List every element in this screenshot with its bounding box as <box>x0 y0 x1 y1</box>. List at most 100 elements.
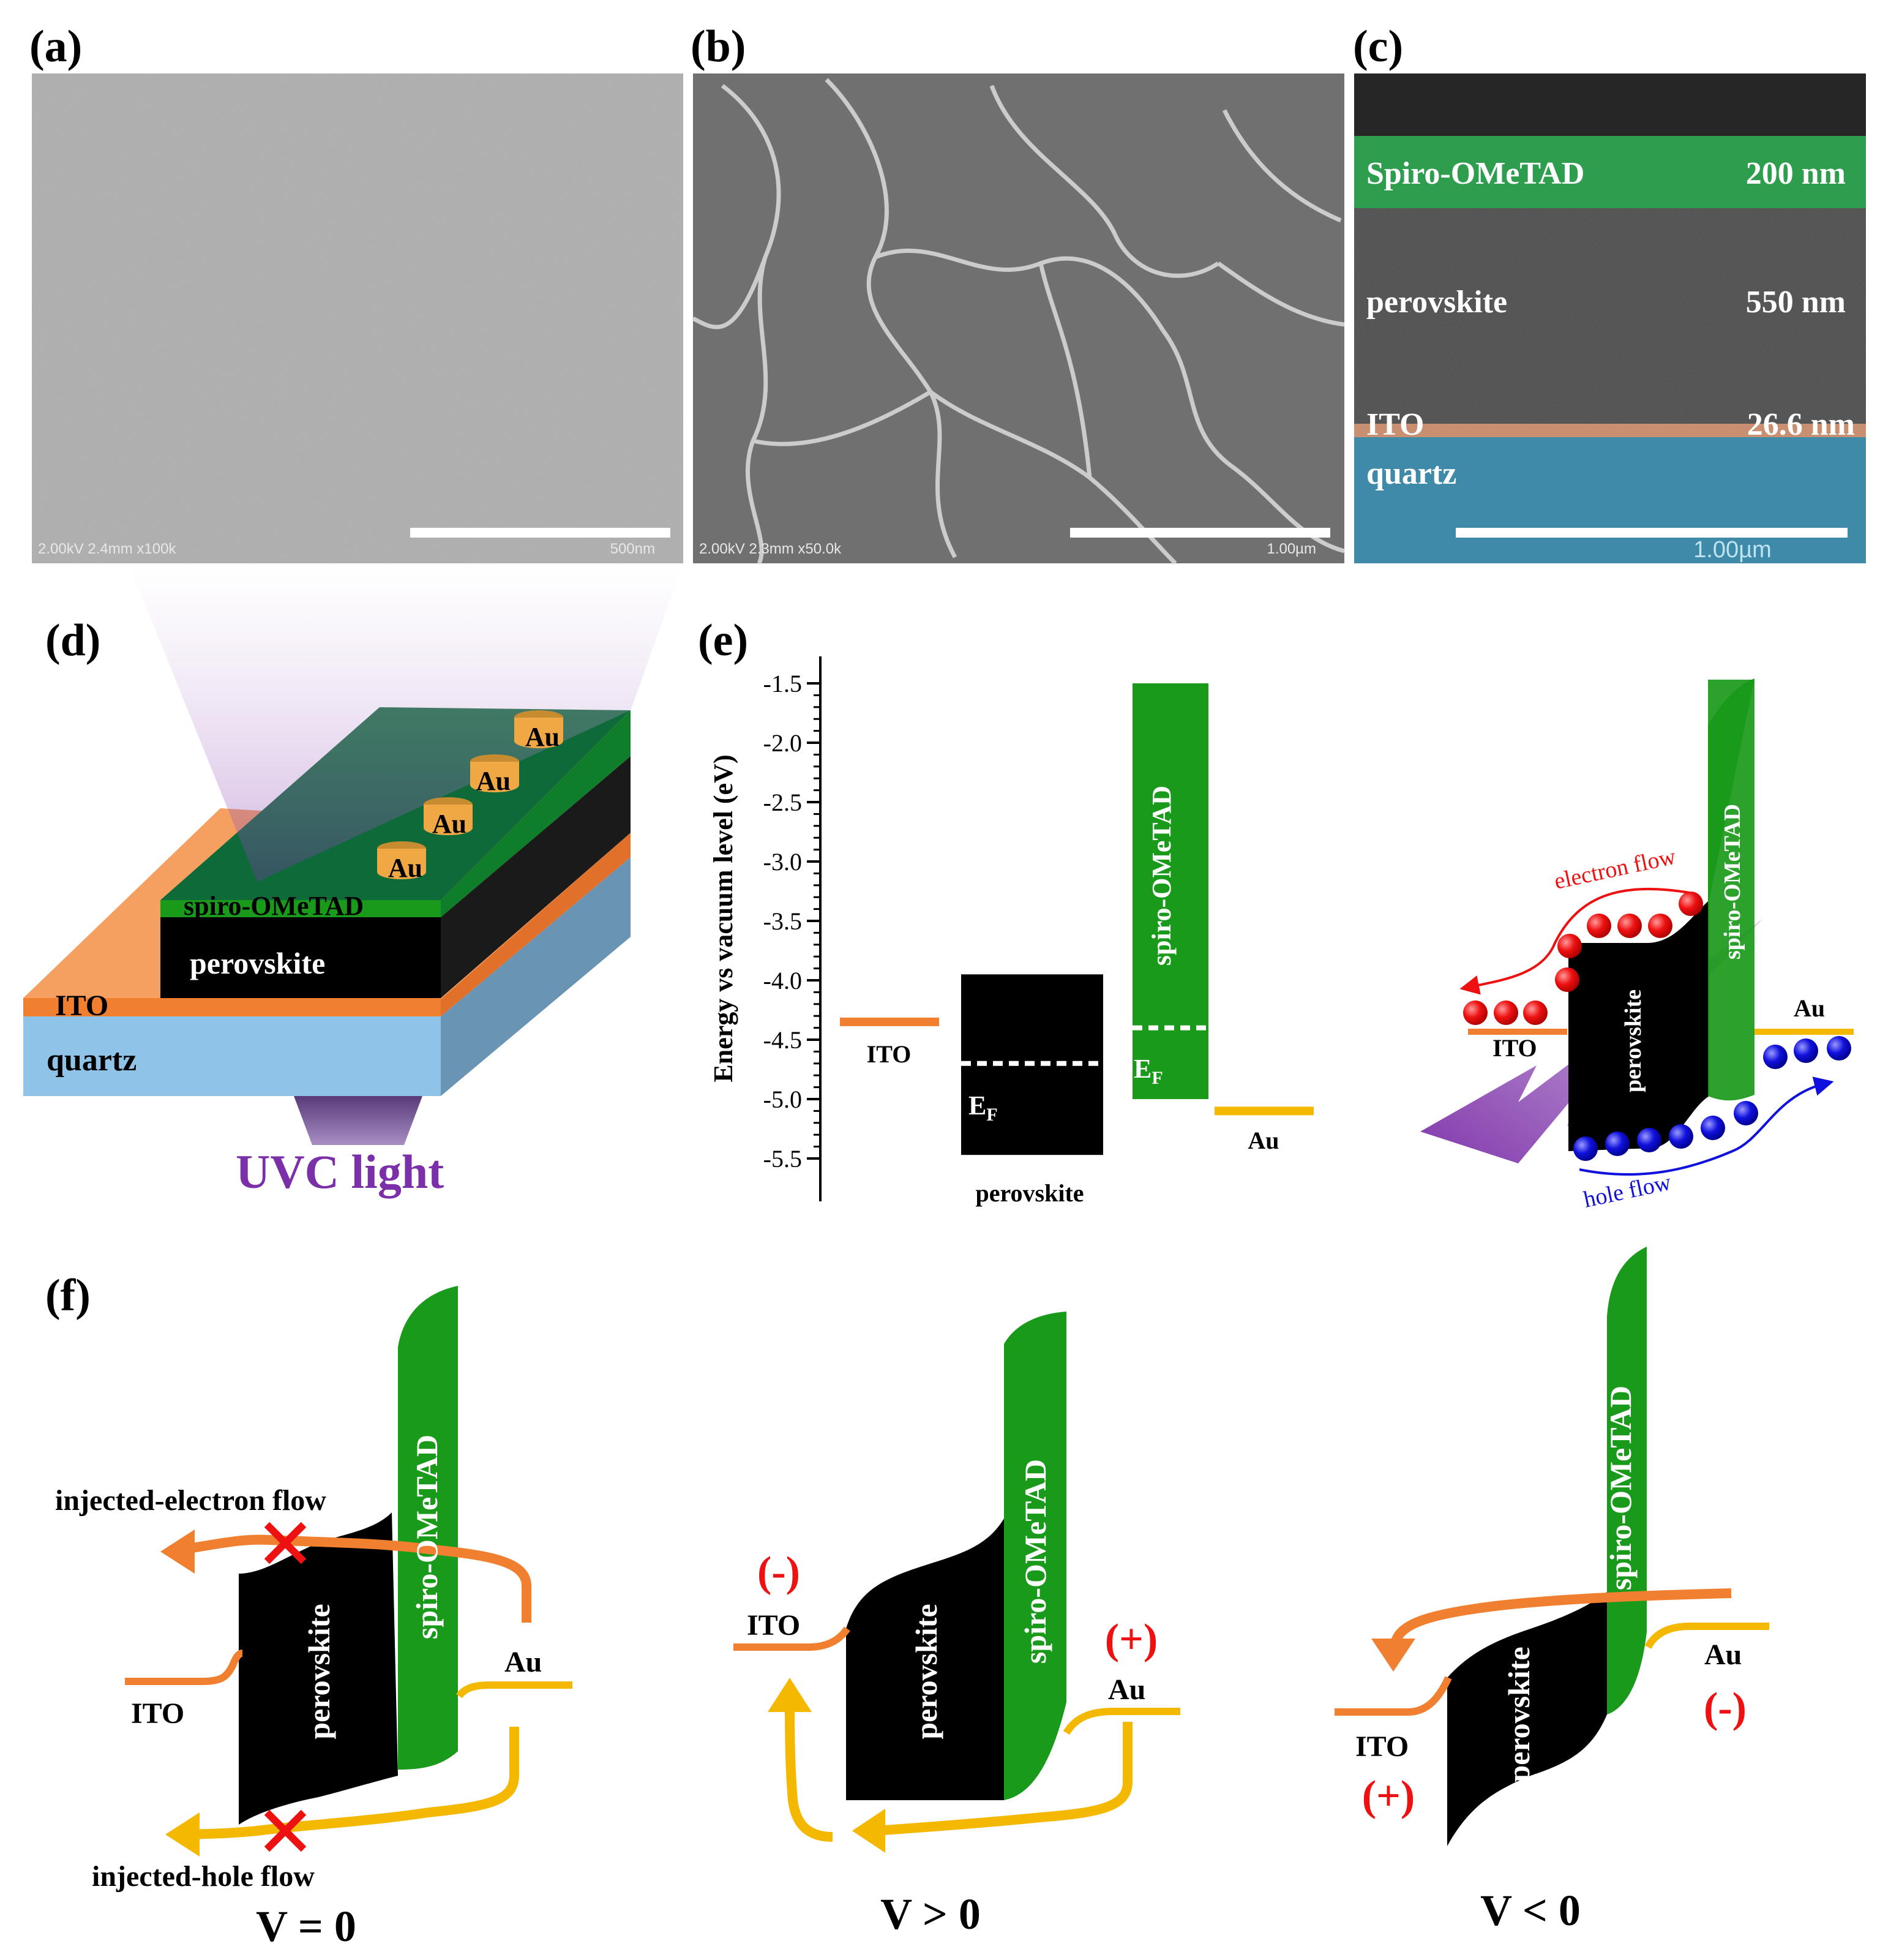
diagram-v0: injected-electron flow injected-hole flo… <box>55 1286 572 1951</box>
hole <box>1669 1124 1693 1149</box>
plus-label-f3: (+) <box>1362 1773 1415 1820</box>
ito-label-er: ITO <box>1492 1034 1537 1062</box>
scale-label-b: 1.00µm <box>1267 541 1316 557</box>
spiro-band <box>398 1286 458 1770</box>
panel-d-label: (d) <box>45 615 100 666</box>
ito-front <box>23 998 441 1016</box>
energy-axis-tick-label: -1.5 <box>763 670 802 697</box>
scale-bar-b <box>1070 528 1330 538</box>
energy-axis-tick-label: -3.5 <box>763 907 802 935</box>
perovskite-band <box>846 1519 1004 1800</box>
panel-a-label: (a) <box>29 21 82 72</box>
panel-e-label: (e) <box>698 615 748 666</box>
electron <box>1587 914 1611 938</box>
caption-vneg: V < 0 <box>1480 1886 1581 1935</box>
hole <box>1734 1101 1758 1125</box>
ito-label-f3: ITO <box>1355 1730 1409 1763</box>
hole-flow-label: hole flow <box>1581 1170 1674 1213</box>
electron-flow-arrow <box>177 1534 531 1623</box>
spiro-label-f1: spiro-OMeTAD <box>410 1435 444 1639</box>
injected-electron-label: injected-electron flow <box>55 1484 326 1517</box>
electrons <box>1463 892 1703 1025</box>
au-electrode: Au <box>514 710 563 752</box>
spiro-band <box>1004 1312 1066 1800</box>
hole <box>1701 1116 1725 1140</box>
ito-label-f1: ITO <box>131 1697 184 1730</box>
energy-axis-tick-label: -2.5 <box>763 789 802 816</box>
diagram-vpos: (-) (+) ITO Au perovskite spiro-OMeTAD V… <box>733 1312 1180 1939</box>
perovskite-front <box>160 917 441 998</box>
hole-flow-arrow <box>183 1727 519 1839</box>
svg-text:Au: Au <box>388 853 422 883</box>
sem-info-a: 2.00kV 2.4mm x100k <box>38 541 176 557</box>
panel-c: (c) Spiro-OMeTAD 200 nm perovskite 550 n… <box>1353 21 1866 563</box>
energy-levels <box>840 683 1314 1155</box>
diagram-vneg: (-) (+) ITO Au perovskite spiro-OMeTAD V… <box>1335 1247 1769 1935</box>
caption-v0: V = 0 <box>256 1902 356 1951</box>
au-label-e: Au <box>1248 1127 1279 1154</box>
au-electrode: Au <box>377 841 426 883</box>
au-label-f3: Au <box>1704 1639 1742 1671</box>
ito-contact <box>125 1650 243 1685</box>
label-perovskite-d: perovskite <box>190 946 325 980</box>
energy-axis-tick-label: -5.0 <box>763 1086 802 1113</box>
panel-d: (d) Au Au <box>23 563 683 1198</box>
electron <box>1557 934 1582 958</box>
electron-flow-label: electron flow <box>1552 844 1678 895</box>
energy-axis: -1.5-2.0-2.5-3.0-3.5-4.0-4.5-5.0-5.5 <box>763 656 822 1201</box>
ito-label-f2: ITO <box>747 1609 800 1642</box>
uvc-beam <box>129 563 683 882</box>
panel-e-right: electron flow hole flow ITO Au perovskit… <box>1420 678 1854 1213</box>
au-contact <box>1063 1708 1180 1735</box>
caption-vpos: V > 0 <box>880 1890 981 1939</box>
panel-a: (a) 2.00kV 2.4mm x100k 500nm <box>29 21 683 563</box>
hole <box>1827 1036 1851 1061</box>
quartz-front <box>23 1016 441 1096</box>
energy-axis-tick-label: -4.5 <box>763 1026 802 1054</box>
electron <box>1463 1001 1488 1025</box>
energy-axis-tick-label: -2.0 <box>763 729 802 757</box>
minus-label-f2: (-) <box>757 1549 800 1596</box>
electron <box>1494 1001 1518 1025</box>
perovskite-band <box>1568 900 1709 1151</box>
layer-quartz-name: quartz <box>1366 456 1456 491</box>
ef-spiro: EF <box>1134 1054 1163 1088</box>
spiro-front <box>160 900 441 917</box>
layer-spiro-thickness: 200 nm <box>1746 156 1846 191</box>
panel-f: (f) injected-electron flow injected-hole… <box>45 1247 1769 1951</box>
layer-ito-thickness: 26.6 nm <box>1747 407 1855 442</box>
layer-spiro-name: Spiro-OMeTAD <box>1366 156 1584 191</box>
perovskite-label-f3: perovskite <box>1502 1646 1536 1782</box>
au-contact <box>1644 1623 1769 1650</box>
holes <box>1573 1036 1851 1161</box>
au-label-er: Au <box>1794 994 1825 1022</box>
panel-f-label: (f) <box>45 1271 91 1321</box>
hole <box>1573 1136 1598 1161</box>
layer-ito-band <box>1354 424 1866 437</box>
quartz-side <box>441 857 631 1096</box>
electron <box>1648 914 1672 938</box>
scale-label-c: 1.00µm <box>1693 537 1772 563</box>
panel-c-label: (c) <box>1353 21 1403 72</box>
label-quartz-d: quartz <box>47 1043 137 1078</box>
perovskite-label-f2: perovskite <box>909 1604 943 1739</box>
panel-b-label: (b) <box>691 21 746 72</box>
layer-quartz-band <box>1354 437 1866 563</box>
svg-text:Au: Au <box>432 809 466 839</box>
scale-label-a: 500nm <box>610 541 655 557</box>
au-electrode: Au <box>424 797 473 839</box>
blocked-electron-cross <box>264 1522 307 1564</box>
hole <box>1637 1128 1661 1152</box>
hole <box>1763 1045 1788 1069</box>
au-label-f2: Au <box>1108 1673 1145 1706</box>
blocked-hole-cross <box>264 1809 307 1852</box>
uvc-source <box>294 1096 422 1145</box>
scale-bar-c <box>1456 528 1848 538</box>
scale-bar-a <box>410 528 670 538</box>
au-electrodes: Au Au Au Au <box>377 710 563 883</box>
ito-label-e: ITO <box>867 1040 912 1068</box>
energy-axis-tick-label: -5.5 <box>763 1145 802 1173</box>
au-electrode: Au <box>470 754 519 796</box>
minus-label-f3: (-) <box>1704 1684 1747 1732</box>
